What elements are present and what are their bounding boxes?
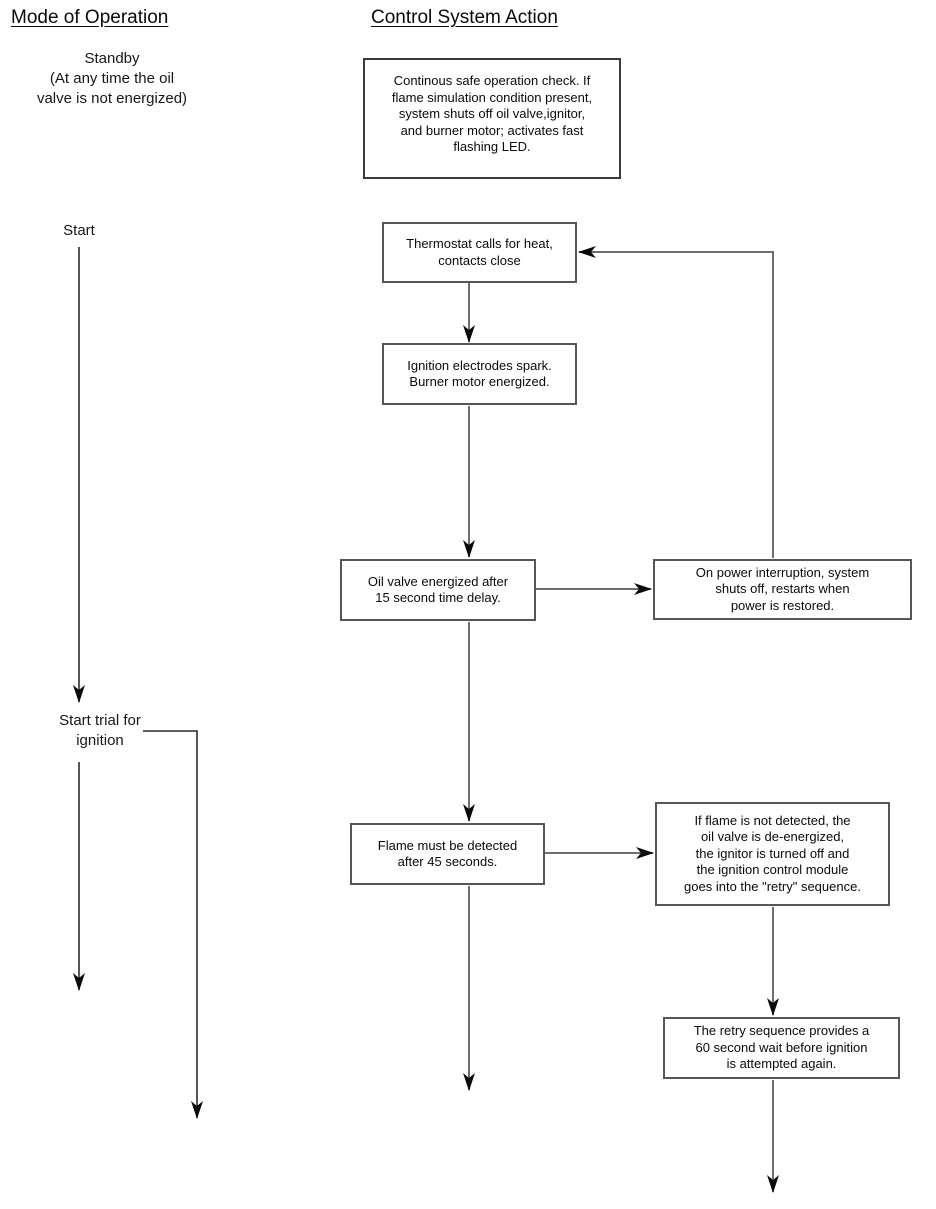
- safe-operation-box: Continous safe operation check. If flame…: [363, 58, 621, 179]
- thermostat-box: Thermostat calls for heat, contacts clos…: [382, 222, 577, 283]
- ignition-electrodes-box: Ignition electrodes spark. Burner motor …: [382, 343, 577, 405]
- standby-label: Standby (At any time the oil valve is no…: [36, 50, 188, 107]
- flame-not-detected-box: If flame is not detected, the oil valve …: [655, 802, 890, 906]
- mode-of-operation-header: Mode of Operation: [11, 7, 169, 28]
- start-label: Start: [63, 222, 95, 239]
- control-system-action-header: Control System Action: [371, 7, 558, 28]
- connector-power-feedback-to-thermostat: [578, 246, 774, 558]
- flame-detected-box: Flame must be detected after 45 seconds.: [350, 823, 545, 885]
- connector-start-trial-long-drop: [143, 730, 203, 1119]
- oil-valve-box: Oil valve energized after 15 second time…: [340, 559, 536, 621]
- start-trial-label: Start trial for ignition: [59, 712, 141, 749]
- retry-sequence-box: The retry sequence provides a 60 second …: [663, 1017, 900, 1079]
- power-interruption-box: On power interruption, system shuts off,…: [653, 559, 912, 620]
